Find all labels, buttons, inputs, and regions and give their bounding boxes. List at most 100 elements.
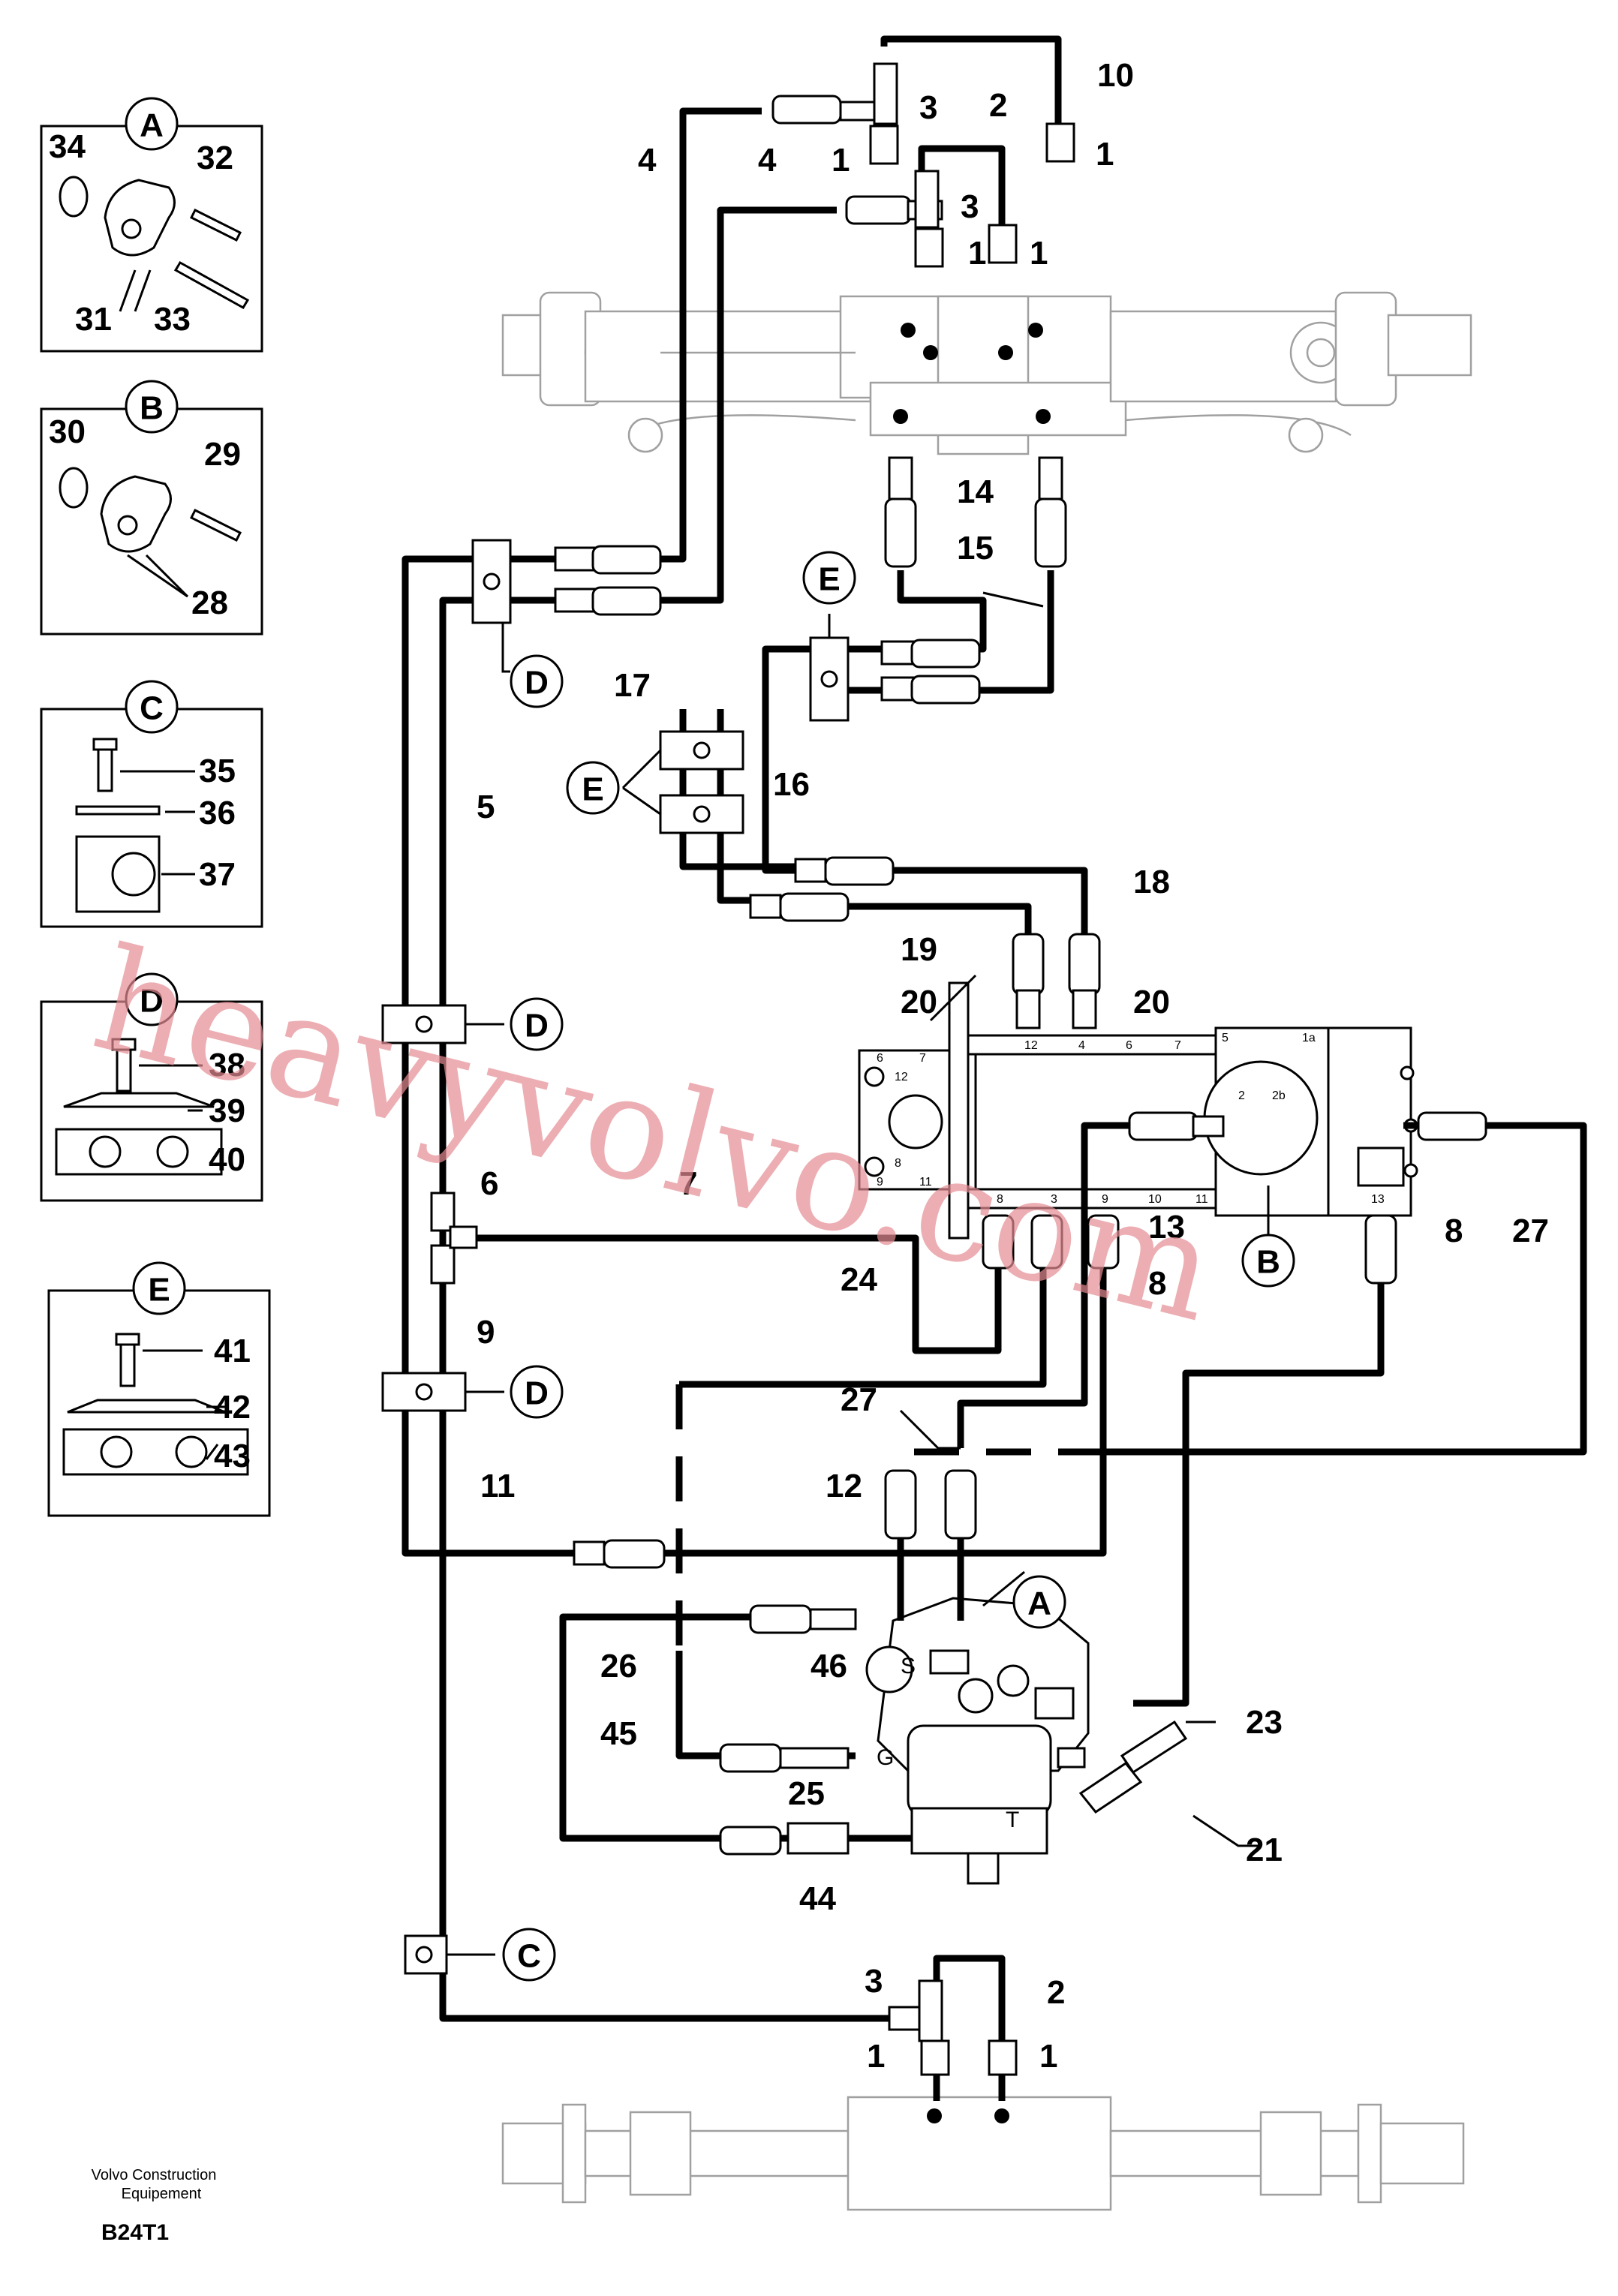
- side-port-11: 11: [919, 1176, 932, 1189]
- valve-port-10: 10: [1148, 1193, 1162, 1206]
- valve-port-7: 7: [1174, 1039, 1181, 1052]
- footer-code: B24T1: [101, 2220, 169, 2245]
- legend-box-b: B 30 29 28: [40, 380, 263, 636]
- ref-d-low: D: [525, 1375, 549, 1412]
- callout-44: 44: [799, 1880, 836, 1917]
- port-s: S: [901, 1654, 916, 1678]
- callout-4a: 4: [638, 142, 657, 179]
- label-36: 36: [199, 795, 236, 831]
- legend-letter-b: B: [140, 390, 164, 427]
- valve-port-2b: 2b: [1272, 1089, 1286, 1102]
- port-t: T: [1006, 1808, 1019, 1832]
- valve-port-6: 6: [1126, 1039, 1132, 1052]
- fittings: [430, 62, 1487, 2076]
- callout-1a: 1: [1096, 136, 1114, 173]
- ref-d-top: D: [525, 665, 549, 702]
- callout-10: 10: [1097, 57, 1134, 94]
- callout-1e: 1: [867, 2038, 885, 2075]
- label-35: 35: [199, 753, 236, 789]
- legend-box-a: A 34 32 31 33: [40, 97, 263, 353]
- callout-17: 17: [614, 667, 651, 704]
- legend-letter-c: C: [140, 690, 164, 727]
- valve-block: 12 4 6 7 5 1a 8 3 9 10 11 13 2 2b 6 7 12…: [858, 981, 1418, 1240]
- callout-1d: 1: [1030, 235, 1048, 272]
- callout-46: 46: [811, 1648, 847, 1684]
- callout-25: 25: [788, 1775, 825, 1812]
- callout-7: 7: [679, 1165, 697, 1202]
- valve-port-12: 12: [1024, 1039, 1038, 1052]
- callout-2b: 2: [1047, 1974, 1065, 2011]
- label-28: 28: [191, 585, 228, 621]
- ref-e-top: E: [818, 561, 840, 598]
- label-40: 40: [209, 1141, 245, 1178]
- ref-c: C: [517, 1938, 541, 1975]
- callout-24: 24: [841, 1261, 877, 1298]
- side-port-8: 8: [895, 1157, 901, 1170]
- legend-box-d: D 38 39 40: [40, 972, 263, 1202]
- callout-1c: 1: [968, 235, 986, 272]
- callout-21: 21: [1246, 1832, 1283, 1868]
- valve-port-13: 13: [1371, 1193, 1385, 1206]
- callout-27a: 27: [1512, 1213, 1549, 1249]
- hydraulic-motor: S G T: [865, 1597, 1090, 1885]
- label-39: 39: [209, 1092, 245, 1129]
- label-43: 43: [214, 1438, 251, 1474]
- ref-e-mid: E: [582, 771, 603, 808]
- label-37: 37: [199, 856, 236, 893]
- callout-6: 6: [480, 1165, 498, 1202]
- callout-9: 9: [477, 1314, 495, 1351]
- label-31: 31: [75, 301, 112, 338]
- label-38: 38: [209, 1047, 245, 1083]
- callout-8a: 8: [1445, 1213, 1463, 1249]
- callout-2a: 2: [989, 87, 1007, 124]
- label-30: 30: [49, 413, 86, 450]
- side-port-7: 7: [919, 1052, 926, 1065]
- front-axle: [501, 291, 1472, 455]
- valve-port-9: 9: [1102, 1193, 1108, 1206]
- legend-letter-e: E: [148, 1272, 170, 1309]
- callout-45: 45: [600, 1715, 637, 1752]
- valve-port-11: 11: [1195, 1193, 1208, 1206]
- footer-company-line2: Equipement: [122, 2186, 202, 2202]
- callout-20a: 20: [901, 984, 937, 1020]
- callout-19: 19: [901, 931, 937, 968]
- callout-11: 11: [480, 1468, 516, 1504]
- legend-box-e: E 41 42 43: [47, 1261, 271, 1517]
- callout-26: 26: [600, 1648, 637, 1684]
- callout-14: 14: [957, 473, 994, 510]
- ref-d-mid: D: [525, 1008, 549, 1044]
- rear-axle: [501, 2096, 1465, 2211]
- leader-lines: [447, 591, 1270, 1956]
- callout-1f: 1: [1039, 2038, 1057, 2075]
- side-port-12: 12: [895, 1071, 908, 1083]
- side-port-6: 6: [877, 1052, 883, 1065]
- callout-23: 23: [1246, 1704, 1283, 1741]
- callout-8b: 8: [1148, 1265, 1166, 1302]
- pipe-clamps: [381, 539, 850, 1975]
- detail-references: E E D D D B A C: [502, 551, 1295, 1982]
- ref-a: A: [1027, 1585, 1051, 1622]
- callout-16: 16: [773, 766, 810, 803]
- callout-5: 5: [477, 789, 495, 825]
- callout-27b: 27: [841, 1381, 877, 1418]
- callout-12: 12: [826, 1468, 862, 1504]
- footer: Volvo Construction Equipement B24T1: [92, 2167, 217, 2245]
- legend-letter-a: A: [140, 107, 164, 144]
- valve-port-2: 2: [1238, 1089, 1245, 1102]
- legend-box-c: C 35 36 37: [40, 680, 263, 928]
- valve-port-8: 8: [997, 1193, 1003, 1206]
- label-42: 42: [214, 1389, 251, 1426]
- callout-20b: 20: [1133, 984, 1170, 1020]
- label-33: 33: [154, 301, 191, 338]
- valve-port-1a: 1a: [1302, 1032, 1316, 1044]
- callout-13: 13: [1148, 1209, 1185, 1246]
- label-34: 34: [49, 128, 86, 165]
- callout-4b: 4: [758, 142, 777, 179]
- footer-company-line1: Volvo Construction: [92, 2167, 217, 2183]
- side-port-9: 9: [877, 1176, 883, 1189]
- callout-15: 15: [957, 530, 994, 566]
- callout-3a: 3: [919, 89, 937, 126]
- callout-3b: 3: [961, 188, 979, 225]
- callout-1b: 1: [832, 142, 850, 179]
